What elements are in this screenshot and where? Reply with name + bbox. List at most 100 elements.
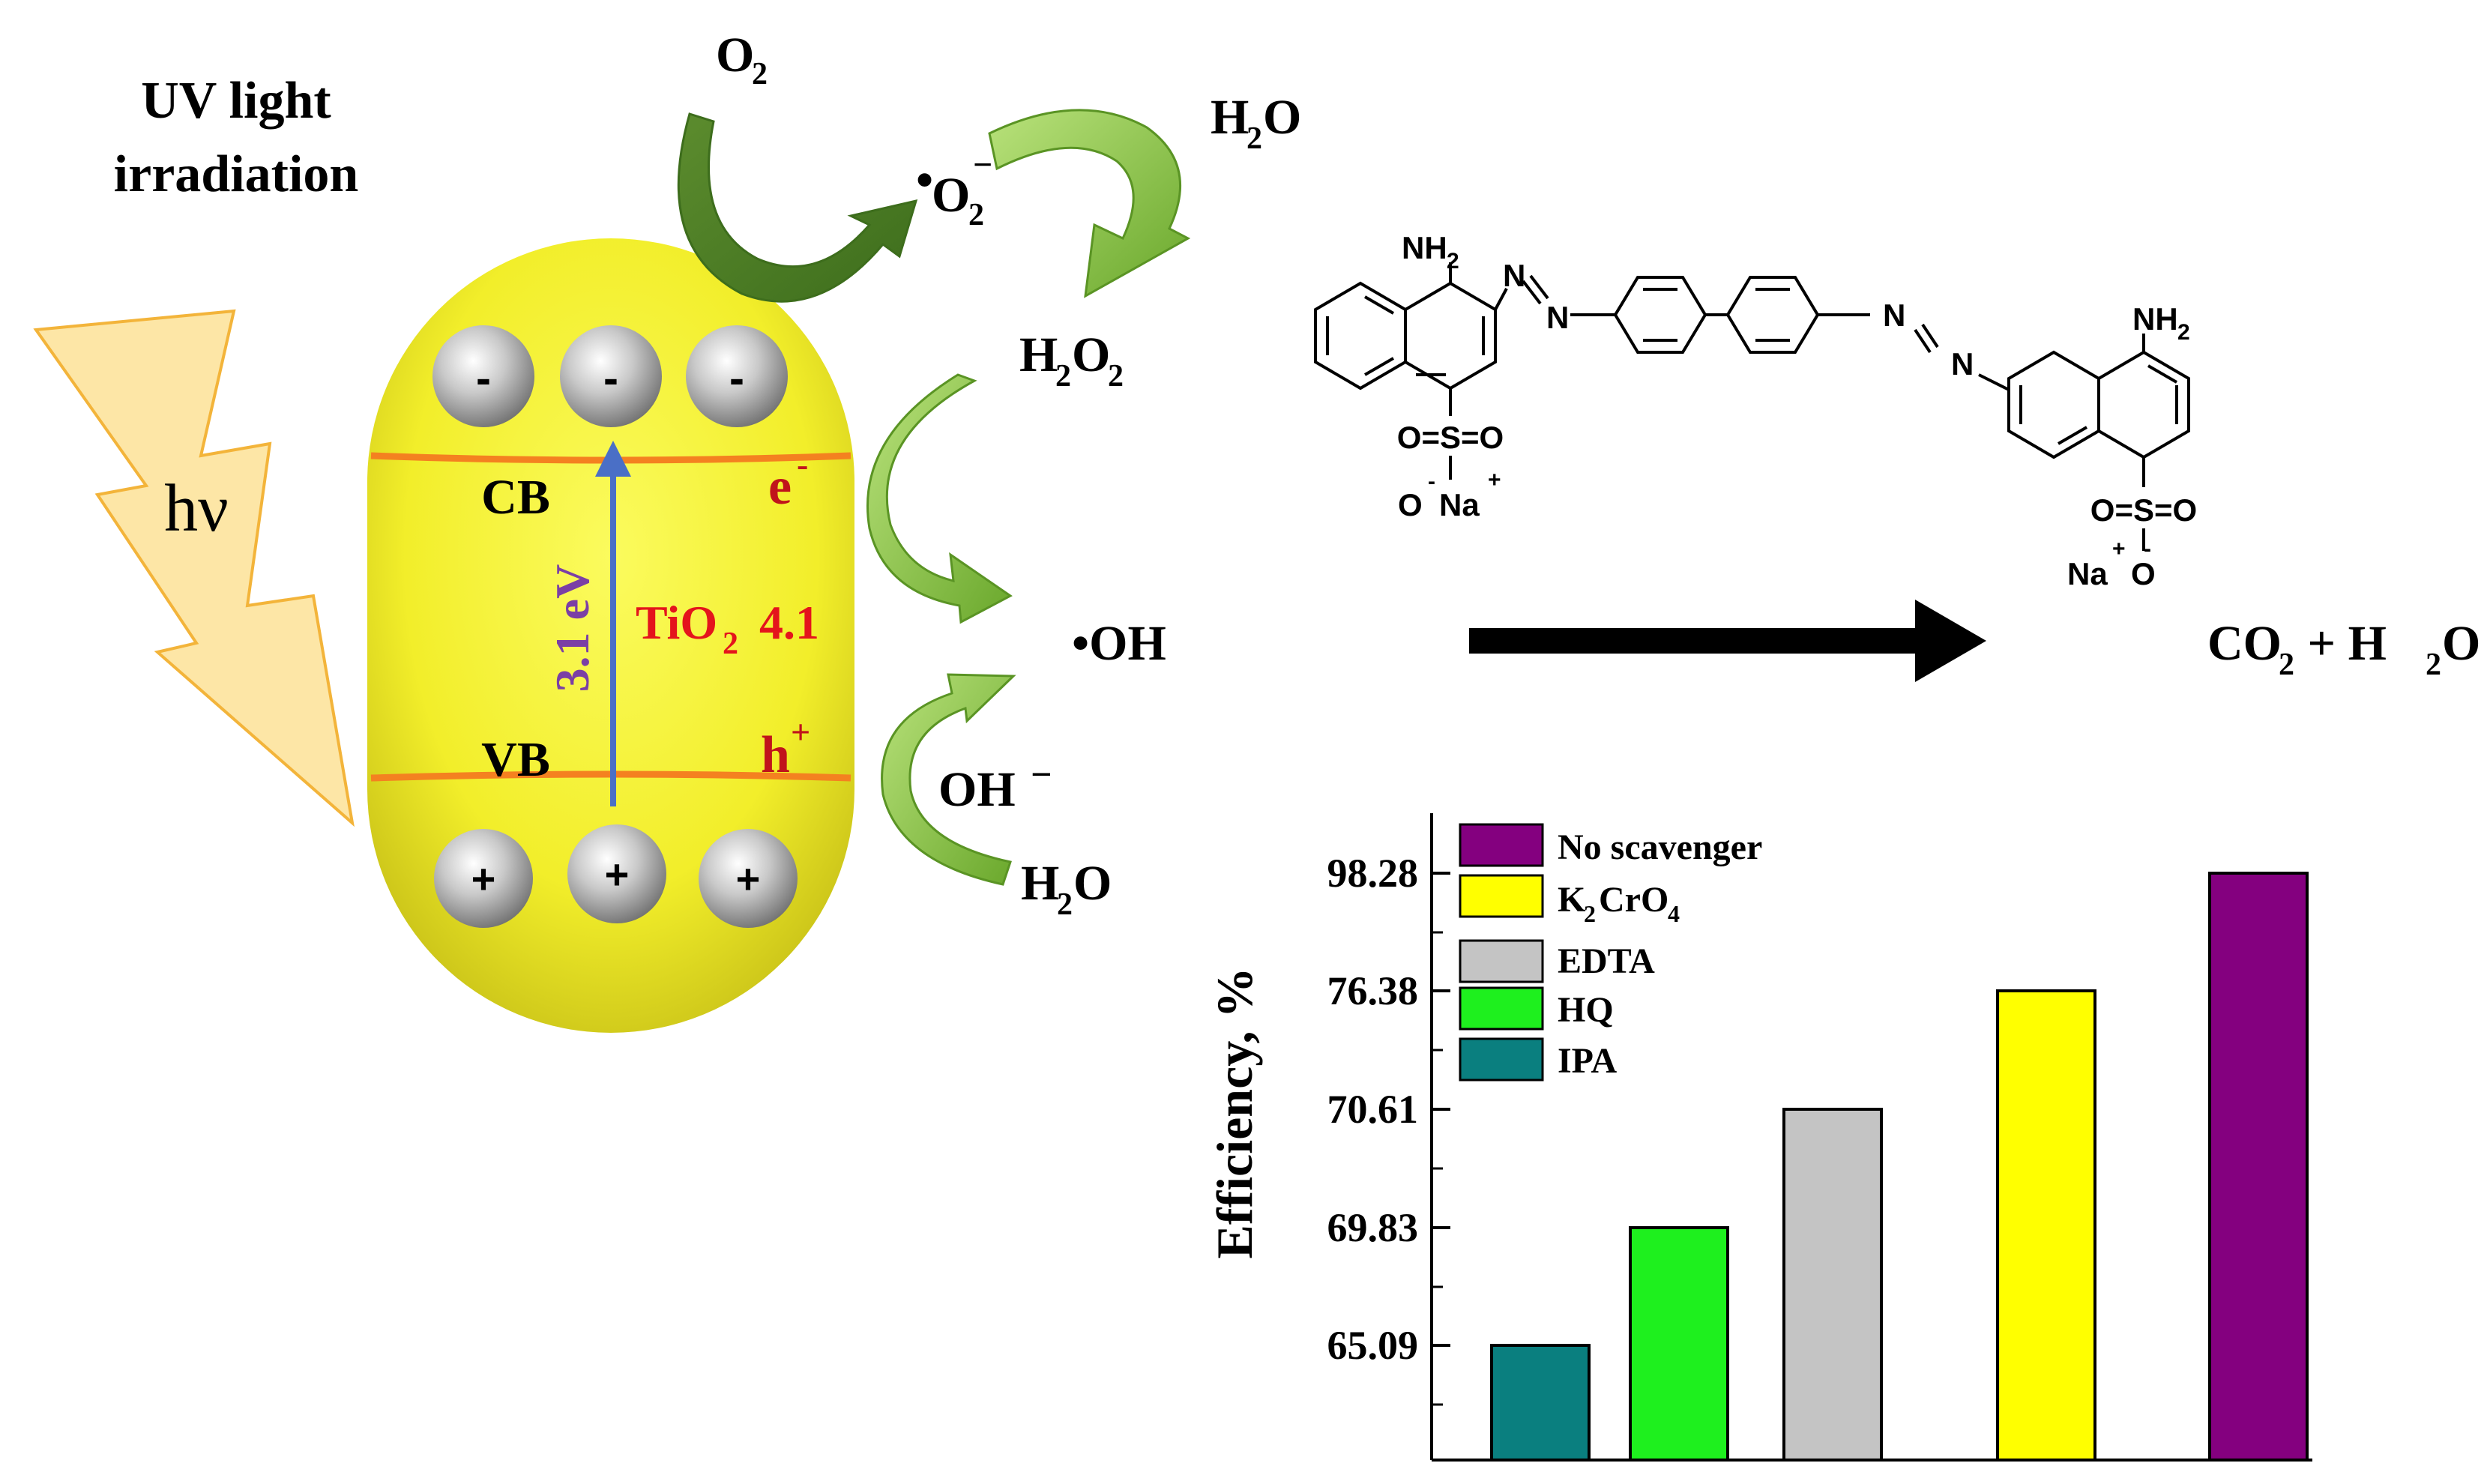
dye-molecule-labels: NH 2 N N N N NH 2 O=S=O O - Na + O=S=O N… xyxy=(1397,230,2197,591)
svg-text:-: - xyxy=(2144,537,2151,561)
svg-text:2: 2 xyxy=(2177,320,2190,345)
svg-text:-: - xyxy=(476,353,491,403)
svg-text:O: O xyxy=(1263,90,1301,145)
svg-text:2: 2 xyxy=(2426,648,2441,682)
hole-label: h + xyxy=(761,713,810,784)
svg-text:2: 2 xyxy=(2279,648,2294,682)
y-tick-label: 76.38 xyxy=(1327,968,1419,1013)
legend-swatch xyxy=(1459,986,1544,1031)
svg-text:O: O xyxy=(932,168,970,223)
bar-no-scavenger xyxy=(2208,872,2309,1462)
sulfonate-group-label: O=S=O xyxy=(1397,420,1504,455)
svg-text:-: - xyxy=(1428,469,1435,494)
tio2-particle: - - - + + + CB VB e - h + xyxy=(367,238,854,1033)
photon-label: hν xyxy=(164,471,229,546)
arrow-h2o2-to-oh-radical xyxy=(866,373,1013,624)
y-tick-label: 65.09 xyxy=(1327,1323,1419,1368)
vb-label: VB xyxy=(481,732,550,787)
azo-nitrogen: N xyxy=(1883,298,1905,333)
benzene-ring xyxy=(1613,276,1707,354)
bar-ipa xyxy=(1490,1344,1591,1462)
electron-ball: - xyxy=(560,325,662,427)
svg-text:IPA: IPA xyxy=(1558,1041,1617,1081)
azo-nitrogen: N xyxy=(1546,300,1569,335)
svg-text:2: 2 xyxy=(968,198,984,232)
svg-text:HQ: HQ xyxy=(1558,990,1614,1030)
arrow-hydroxide-to-oh-radical xyxy=(881,673,1016,886)
bar-edta xyxy=(1782,1108,1883,1462)
benzene-ring xyxy=(1725,276,1820,354)
svg-text:+ H: + H xyxy=(2295,616,2387,671)
svg-text:2: 2 xyxy=(1447,249,1459,274)
legend-swatch xyxy=(1459,1037,1544,1082)
legend-swatch xyxy=(1459,823,1544,867)
svg-text:TiO: TiO xyxy=(636,596,717,649)
svg-text:2: 2 xyxy=(723,627,738,661)
legend-item-k2cro4: K 2 CrO 4 xyxy=(1459,874,1680,927)
products-label: CO 2 + H 2 O xyxy=(2207,616,2480,682)
azo-nitrogen: N xyxy=(1503,258,1525,293)
h2o-bottom-label: H 2 O xyxy=(1021,856,1112,922)
svg-text:2: 2 xyxy=(1055,359,1071,393)
svg-text:2: 2 xyxy=(1057,887,1073,922)
svg-text:CO: CO xyxy=(2207,616,2282,671)
hole-ball: + xyxy=(434,829,533,928)
bandgap-label: 3.1 eV xyxy=(546,564,599,693)
svg-text:H: H xyxy=(1211,90,1249,145)
dye-molecule xyxy=(1314,262,2190,487)
sulfonate-group-label: O=S=O xyxy=(2090,492,2197,528)
svg-text:+: + xyxy=(736,855,761,902)
h2o-top-label: H 2 O xyxy=(1211,90,1301,156)
svg-text:h: h xyxy=(761,726,790,784)
svg-text:CrO: CrO xyxy=(1599,880,1668,920)
lightning-bolt-icon xyxy=(33,309,355,827)
legend-item-hq: HQ xyxy=(1459,986,1614,1031)
svg-text:Na: Na xyxy=(2067,556,2108,591)
svg-text:•: • xyxy=(916,153,933,208)
svg-text:O: O xyxy=(1073,856,1112,911)
svg-text:O: O xyxy=(716,28,754,82)
svg-text:e: e xyxy=(768,458,792,516)
svg-text:4.1: 4.1 xyxy=(759,596,819,649)
h2o2-label: H 2 O 2 xyxy=(1019,328,1124,393)
svg-text:+: + xyxy=(605,851,630,898)
legend-item-no-scavenger: No scavenger xyxy=(1459,823,1762,867)
azo-nitrogen: N xyxy=(1951,346,1974,381)
amino-group-label: NH xyxy=(2132,301,2178,337)
material-label: TiO 2 4.1 xyxy=(636,596,819,661)
uv-light-title-line2: irradiation xyxy=(114,145,359,203)
arrow-superoxide-to-h2o2 xyxy=(988,109,1191,298)
svg-text:4: 4 xyxy=(1668,900,1680,927)
svg-text:−: − xyxy=(1031,753,1052,795)
bar-hq xyxy=(1629,1226,1729,1462)
svg-text:K: K xyxy=(1558,880,1585,920)
svg-text:OH: OH xyxy=(938,762,1016,817)
hole-ball: + xyxy=(699,829,798,928)
svg-text:-: - xyxy=(729,353,744,403)
legend-item-ipa: IPA xyxy=(1459,1037,1617,1082)
svg-text:−: − xyxy=(973,145,992,184)
svg-text:O: O xyxy=(2131,556,2156,591)
legend-swatch xyxy=(1459,939,1544,983)
efficiency-bar-chart: Efficiency, % 65.0969.8370.6176.3898.28 … xyxy=(1206,813,2312,1462)
svg-text:-: - xyxy=(603,353,618,403)
bar-k2cro4 xyxy=(1996,989,2096,1462)
arrow-o2-to-superoxide xyxy=(677,112,918,303)
electron-ball: - xyxy=(686,325,788,427)
svg-text:+: + xyxy=(2112,537,2126,561)
o2-label: O 2 xyxy=(716,28,768,91)
svg-text:2: 2 xyxy=(1108,359,1124,393)
cb-label: CB xyxy=(481,470,550,525)
amino-group-label: NH xyxy=(1402,230,1447,265)
svg-text:+: + xyxy=(791,713,810,751)
svg-text:2: 2 xyxy=(752,57,768,91)
electron-label: e - xyxy=(768,445,808,516)
svg-text:2: 2 xyxy=(1246,121,1262,156)
svg-text:H: H xyxy=(1019,328,1058,382)
chart-legend: No scavenger K 2 CrO 4 EDTA HQ IPA xyxy=(1459,823,1762,1082)
svg-text:Na: Na xyxy=(1439,487,1480,522)
legend-swatch xyxy=(1459,874,1544,918)
oh-radical-label: •OH xyxy=(1072,616,1166,671)
svg-text:O: O xyxy=(1072,328,1110,382)
